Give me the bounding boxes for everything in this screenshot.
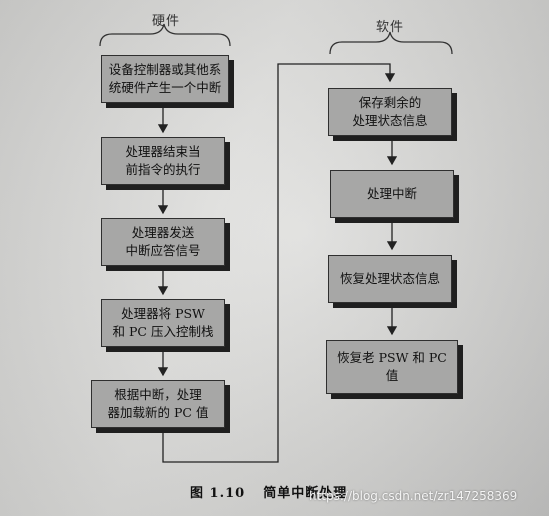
sw-step-process-interrupt: 处理中断	[330, 170, 454, 218]
hardware-brace	[99, 23, 231, 47]
figure-title: 简单中断处理	[263, 486, 348, 501]
software-brace	[329, 31, 453, 55]
watermark-url: https://blog.csdn.net/zr147258369	[309, 489, 518, 503]
software-header: 软件	[376, 20, 405, 35]
figure-number: 图 1.10	[190, 486, 246, 501]
hardware-header: 硬件	[152, 14, 181, 29]
sw-step-restore-state: 恢复处理状态信息	[328, 255, 452, 303]
arrow-hw-to-sw	[162, 63, 396, 463]
sw-step-save-state: 保存剩余的 处理状态信息	[328, 88, 452, 136]
hw-step-load-new-pc: 根据中断，处理 器加载新的 PC 值	[91, 380, 225, 428]
hw-step-push-psw-pc: 处理器将 PSW 和 PC 压入控制栈	[101, 299, 225, 347]
figure-caption: 图 1.10 简单中断处理	[190, 482, 347, 501]
sw-step-restore-psw-pc: 恢复老 PSW 和 PC 值	[326, 340, 458, 394]
hw-step-finish-instruction: 处理器结束当 前指令的执行	[101, 137, 225, 185]
hw-step-interrupt-generated: 设备控制器或其他系 统硬件产生一个中断	[101, 55, 229, 103]
hw-step-send-ack: 处理器发送 中断应答信号	[101, 218, 225, 266]
